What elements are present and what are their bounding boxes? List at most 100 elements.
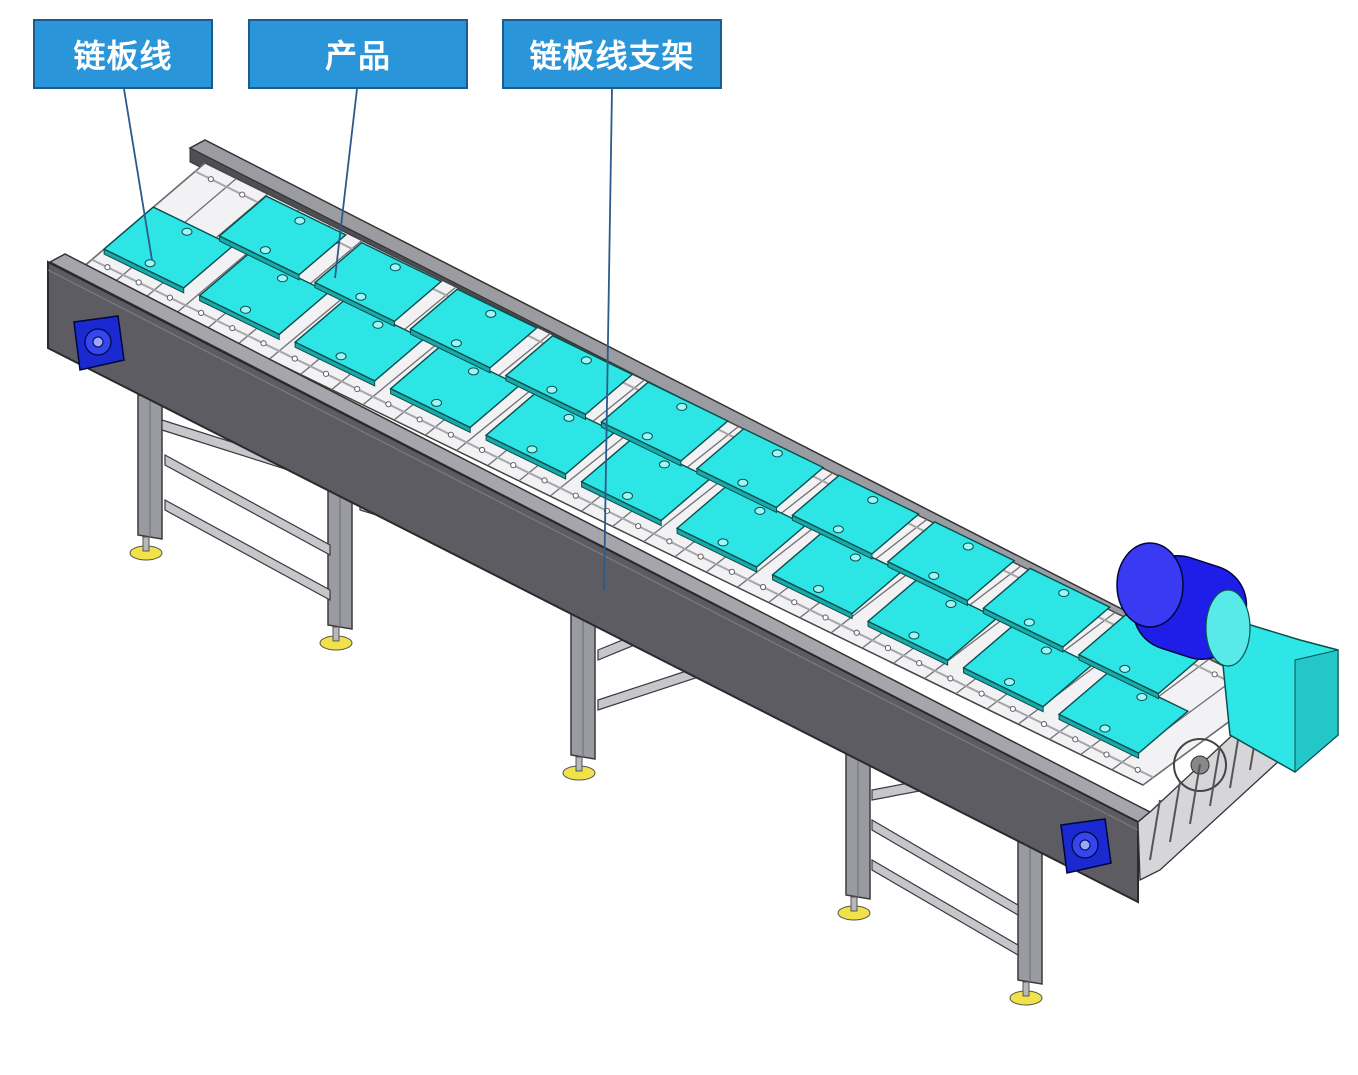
leg-brace <box>871 818 1019 917</box>
foot-screw <box>332 626 340 642</box>
label-chain-plate-line-frame: 链板线支架 <box>502 19 722 89</box>
chain-hole <box>1072 736 1079 743</box>
product-top <box>982 567 1111 648</box>
product-hole <box>832 525 844 534</box>
chain-hole <box>135 279 142 286</box>
product-plate <box>791 474 920 560</box>
product-hole <box>546 385 558 394</box>
leader-chain-plate-line <box>123 88 153 261</box>
product-hole <box>372 320 384 329</box>
product-hole <box>676 402 688 411</box>
chain-hole <box>1103 751 1110 758</box>
product-plate <box>409 288 539 374</box>
chain-hole <box>791 599 798 606</box>
product-top <box>504 334 634 416</box>
product-plate <box>771 531 903 620</box>
bearing-shaft <box>1079 839 1091 851</box>
product-hole <box>355 292 367 301</box>
chain-hole <box>260 340 267 347</box>
chain-hole <box>239 191 246 198</box>
foot-screw <box>575 756 583 772</box>
leg-brace <box>871 858 1019 957</box>
chain-hole <box>1134 766 1141 773</box>
product-hole <box>1040 646 1052 655</box>
chain-hole <box>541 477 548 484</box>
chain-hole <box>510 462 517 469</box>
product-top <box>218 195 348 276</box>
leader-product <box>334 88 358 279</box>
tail-end <box>1137 698 1281 882</box>
product-hole <box>928 571 940 580</box>
product-top <box>600 381 730 462</box>
product-hole <box>240 305 252 314</box>
chain-hole <box>447 431 454 438</box>
drive-motor <box>1116 542 1339 774</box>
product-plate <box>218 195 348 281</box>
chain-hole <box>978 690 985 697</box>
chain-hole <box>1009 705 1016 712</box>
product-hole <box>144 259 156 268</box>
foot-screw <box>850 896 858 912</box>
chain-hole <box>822 614 829 621</box>
product-plate <box>675 485 808 573</box>
product-hole <box>1023 618 1035 627</box>
product-hole <box>849 553 861 562</box>
product-hole <box>259 246 271 255</box>
product-plate <box>886 520 1016 607</box>
end-sprocket <box>1173 738 1227 792</box>
product-hole <box>622 491 634 500</box>
product-top <box>313 241 443 323</box>
support-legs <box>129 394 1043 1006</box>
product-hole <box>1119 664 1131 673</box>
chain-hole <box>760 583 767 591</box>
product-hole <box>754 506 766 515</box>
product-top <box>1057 671 1190 755</box>
leg-brace <box>164 453 331 557</box>
end-rod <box>1149 799 1161 861</box>
chain-hole <box>916 660 923 667</box>
product-plate <box>102 206 235 294</box>
product-plate <box>1077 614 1207 700</box>
product-hole <box>276 274 288 283</box>
product-hole <box>962 542 974 551</box>
end-rod <box>1209 745 1221 807</box>
chain-hole <box>572 492 579 499</box>
chain-hole <box>1041 721 1048 728</box>
product-hole <box>813 584 825 593</box>
chain-hole <box>416 416 423 423</box>
product-hole <box>1058 588 1070 597</box>
products <box>102 195 1207 759</box>
product-hole <box>908 631 920 640</box>
product-plate <box>198 252 330 341</box>
product-hole <box>450 339 462 348</box>
product-plate <box>504 334 634 421</box>
product-hole <box>771 449 783 458</box>
product-plate <box>695 427 825 514</box>
chain-hole <box>198 309 205 316</box>
product-plate <box>580 438 712 527</box>
product-hole <box>737 478 749 487</box>
product-plate <box>600 381 730 467</box>
product-hole <box>580 356 592 365</box>
bearing-block <box>73 315 125 371</box>
chain-hole <box>728 568 735 575</box>
motor-flange <box>1205 589 1251 667</box>
product-hole <box>294 216 306 225</box>
product-plate <box>1057 671 1190 759</box>
chain-hole <box>947 675 954 682</box>
product-hole <box>181 227 193 236</box>
label-chain-plate-line: 链板线 <box>33 19 213 89</box>
foot-screw <box>1022 981 1030 997</box>
gearbox-face <box>1294 649 1339 774</box>
product-hole <box>431 398 443 407</box>
leg-brace <box>164 498 331 602</box>
leader-frame <box>603 88 613 591</box>
chain-hole <box>666 538 673 545</box>
product-hole <box>641 432 653 441</box>
chain-hole <box>354 385 361 393</box>
product-hole <box>717 538 729 547</box>
product-hole <box>526 445 538 454</box>
foot-screw <box>142 536 150 552</box>
